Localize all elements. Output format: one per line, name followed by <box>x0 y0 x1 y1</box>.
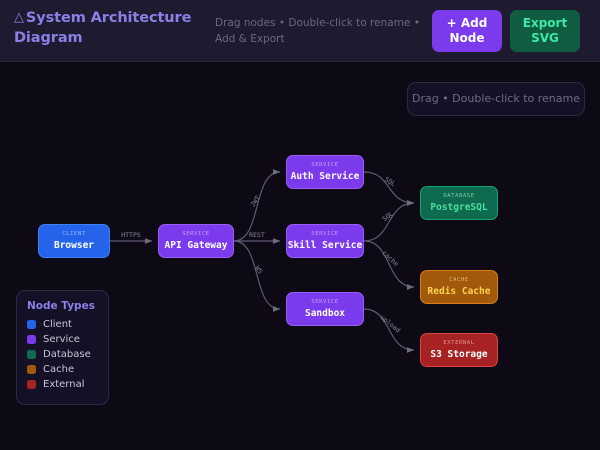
app-header: △System Architecture Diagram Drag nodes … <box>0 0 600 62</box>
node-type-label: DATABASE <box>443 193 475 199</box>
edge-label-ws: WS <box>253 264 264 275</box>
node-name-label: API Gateway <box>164 240 228 251</box>
node-name-label: Browser <box>53 240 95 251</box>
legend-item-external: External <box>27 379 98 390</box>
node-sandbox[interactable]: SERVICE Sandbox <box>286 292 364 326</box>
legend-item-label: Service <box>43 334 80 345</box>
node-skill[interactable]: SERVICE Skill Service <box>286 224 364 258</box>
edges-group <box>110 169 415 353</box>
node-type-label: CLIENT <box>62 231 86 237</box>
export-svg-button[interactable]: Export SVG <box>510 10 580 52</box>
legend-item-cache: Cache <box>27 364 98 375</box>
node-name-label: Skill Service <box>287 240 363 251</box>
node-name-label: Auth Service <box>290 171 360 182</box>
legend-swatch-icon <box>27 335 36 344</box>
app-title-text: △System Architecture Diagram <box>14 9 209 48</box>
node-auth[interactable]: SERVICE Auth Service <box>286 155 364 189</box>
node-gateway[interactable]: SERVICE API Gateway <box>158 224 234 258</box>
canvas-hint-pill: Drag • Double-click to rename <box>407 82 585 116</box>
edge-label-cache: cache <box>380 249 400 268</box>
node-type-label: SERVICE <box>311 299 339 305</box>
legend-item-label: Cache <box>43 364 75 375</box>
edge-gateway-to-auth <box>233 169 281 242</box>
edge-label-sql: SQL <box>381 210 395 224</box>
edge-label-https: HTTPS <box>121 231 141 239</box>
node-type-label: SERVICE <box>182 231 210 237</box>
page-title: △System Architecture Diagram <box>14 9 209 48</box>
add-node-button[interactable]: + Add Node <box>432 10 502 52</box>
legend-title: Node Types <box>27 300 95 312</box>
legend-swatch-icon <box>27 350 36 359</box>
node-postgres[interactable]: DATABASE PostgreSQL <box>420 186 498 220</box>
edge-skill-to-postgres <box>363 200 415 242</box>
node-name-label: PostgreSQL <box>430 202 488 213</box>
triangle-icon: △ <box>14 10 24 25</box>
edge-sandbox-to-s3 <box>363 308 415 353</box>
legend-item-label: External <box>43 379 85 390</box>
node-name-label: Sandbox <box>304 308 346 319</box>
legend-swatch-icon <box>27 320 36 329</box>
legend-item-client: Client <box>27 319 98 330</box>
legend-item-label: Client <box>43 319 72 330</box>
node-type-label: CACHE <box>449 277 469 283</box>
node-name-label: S3 Storage <box>430 349 488 360</box>
edge-auth-to-postgres <box>363 171 415 206</box>
edge-label-rest: REST <box>249 231 265 239</box>
node-s3[interactable]: EXTERNAL S3 Storage <box>420 333 498 367</box>
legend-swatch-icon <box>27 380 36 389</box>
edge-label-sql: SQL <box>383 175 397 188</box>
legend-item-label: Database <box>43 349 91 360</box>
header-hint-text: Drag nodes • Double-click to rename • Ad… <box>215 17 420 45</box>
legend-swatch-icon <box>27 365 36 374</box>
node-type-label: EXTERNAL <box>443 340 475 346</box>
app-title-label: System Architecture Diagram <box>14 10 192 46</box>
legend-item-service: Service <box>27 334 98 345</box>
edge-skill-to-redis <box>363 240 415 290</box>
node-type-label: SERVICE <box>311 231 339 237</box>
node-redis[interactable]: CACHE Redis Cache <box>420 270 498 304</box>
node-type-label: SERVICE <box>311 162 339 168</box>
legend-item-database: Database <box>27 349 98 360</box>
edge-gateway-to-sandbox <box>233 240 281 312</box>
node-browser[interactable]: CLIENT Browser <box>38 224 110 258</box>
node-name-label: Redis Cache <box>427 286 491 297</box>
